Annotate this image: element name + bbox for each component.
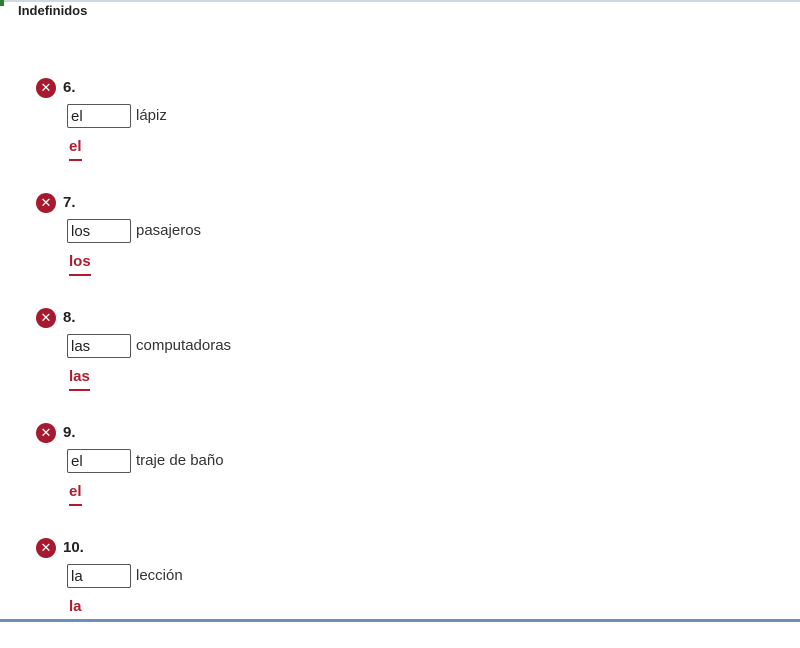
question-7: ✕ 7. pasajeros los: [36, 193, 436, 303]
question-number: 7.: [63, 194, 76, 211]
answer-input[interactable]: [67, 449, 131, 473]
top-border: [0, 0, 800, 2]
answer-input[interactable]: [67, 564, 131, 588]
section-title: Indefinidos: [18, 3, 88, 18]
x-circle-icon: ✕: [36, 78, 56, 98]
bottom-border: [0, 619, 800, 622]
question-8: ✕ 8. computadoras las: [36, 308, 436, 418]
question-number: 6.: [63, 79, 76, 96]
question-6: ✕ 6. lápiz el: [36, 78, 436, 188]
noun-label: pasajeros: [136, 222, 202, 239]
noun-label: lección: [136, 567, 183, 584]
x-circle-icon: ✕: [36, 193, 56, 213]
noun-label: lápiz: [136, 107, 167, 124]
x-circle-icon: ✕: [36, 308, 56, 328]
question-number: 8.: [63, 309, 76, 326]
top-accent-bar: [0, 0, 4, 6]
correct-answer: el: [69, 138, 82, 161]
correct-answer: el: [69, 483, 82, 506]
noun-label: traje de baño: [136, 452, 224, 469]
question-9: ✕ 9. traje de baño el: [36, 423, 436, 533]
answer-input[interactable]: [67, 219, 131, 243]
question-number: 10.: [63, 539, 84, 556]
correct-answer: la: [69, 598, 82, 621]
noun-label: computadoras: [136, 337, 232, 354]
answer-input[interactable]: [67, 334, 131, 358]
correct-answer: las: [69, 368, 90, 391]
x-circle-icon: ✕: [36, 538, 56, 558]
correct-answer: los: [69, 253, 91, 276]
answer-input[interactable]: [67, 104, 131, 128]
question-number: 9.: [63, 424, 76, 441]
question-10: ✕ 10. lección la: [36, 538, 436, 648]
x-circle-icon: ✕: [36, 423, 56, 443]
